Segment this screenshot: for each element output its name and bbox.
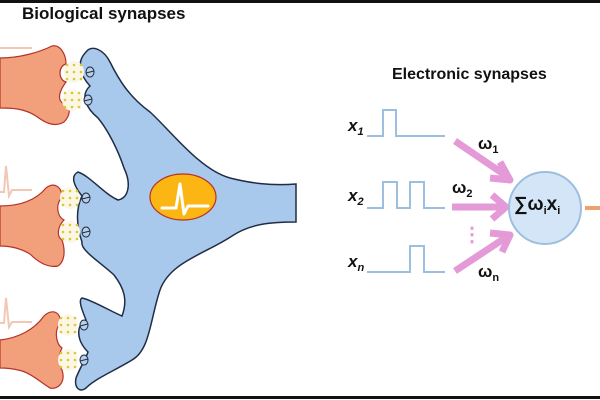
presynaptic-terminal-middle (0, 184, 66, 267)
vesicle (68, 196, 72, 200)
vesicle (61, 189, 65, 193)
vesicle (75, 223, 79, 227)
faded-spike-bottom (0, 297, 32, 331)
vesicle (66, 316, 70, 320)
vesicle (68, 230, 72, 234)
pulse-xn (367, 245, 445, 273)
vesicle (59, 330, 63, 334)
synaptic-vesicles (58, 61, 84, 371)
top-border (0, 0, 600, 3)
vesicle (72, 77, 76, 81)
vesicle (68, 237, 72, 241)
action-potential-icon (160, 182, 210, 216)
vesicle (77, 98, 81, 102)
receptor-gate (79, 323, 89, 327)
bottom-border (0, 396, 600, 399)
vesicle (70, 91, 74, 95)
receptor-gate (85, 70, 95, 74)
weight-arrow-1 (453, 138, 514, 184)
vesicle (77, 91, 81, 95)
vesicle (66, 330, 70, 334)
vesicle (63, 105, 67, 109)
weight-label-1: ω1 (478, 134, 499, 156)
vesicle (73, 330, 77, 334)
vesicle (79, 70, 83, 74)
presynaptic-terminal-top (0, 45, 70, 126)
vesicle (72, 70, 76, 74)
vesicle (66, 358, 70, 362)
vesicle (73, 365, 77, 369)
input-label-xn: xn (348, 252, 365, 274)
vesicle (73, 351, 77, 355)
vesicle (70, 105, 74, 109)
vesicle (61, 223, 65, 227)
vesicle (65, 77, 69, 81)
vesicle (66, 351, 70, 355)
pulse-x1 (367, 109, 445, 137)
vesicle (59, 358, 63, 362)
vesicle (63, 98, 67, 102)
vesicle (72, 63, 76, 67)
vesicle (79, 77, 83, 81)
electronic-synapses-title: Electronic synapses (392, 66, 547, 83)
receptor-gate (81, 196, 91, 200)
vesicle (66, 323, 70, 327)
vesicle (66, 365, 70, 369)
vesicle (59, 351, 63, 355)
vesicle (61, 196, 65, 200)
receptor-gate (79, 358, 89, 362)
vesicle (59, 316, 63, 320)
vesicle (59, 365, 63, 369)
receptor-gate (83, 98, 93, 102)
receptors (79, 66, 95, 366)
pulse-x2 (367, 181, 445, 209)
vesicle (70, 98, 74, 102)
vesicle (68, 203, 72, 207)
vesicle (73, 316, 77, 320)
vesicle (75, 189, 79, 193)
weight-arrow-2 (452, 192, 510, 222)
receptor-gate (81, 230, 91, 234)
vesicle (61, 203, 65, 207)
weight-label-n: ωn (478, 262, 500, 284)
vesicle (59, 323, 63, 327)
vesicle (61, 237, 65, 241)
summation-formula: ∑ωixi (514, 194, 561, 217)
vesicle (61, 230, 65, 234)
input-label-x1: x1 (348, 116, 364, 138)
vesicle (79, 63, 83, 67)
vesicle (68, 223, 72, 227)
biological-synapses-title: Biological synapses (22, 4, 186, 23)
vesicle (75, 203, 79, 207)
vesicle (65, 63, 69, 67)
vesicle (68, 189, 72, 193)
input-label-x2: x2 (348, 186, 364, 208)
vesicle (63, 91, 67, 95)
vesicle (77, 105, 81, 109)
weight-label-2: ω2 (452, 178, 473, 200)
faded-spike-middle (0, 165, 32, 200)
vesicle (65, 70, 69, 74)
weight-arrow-n (453, 229, 514, 274)
vesicle (73, 358, 77, 362)
vesicle (75, 237, 79, 241)
ellipsis: ⋮ (462, 224, 482, 246)
neuron-node (508, 171, 582, 245)
vesicle (73, 323, 77, 327)
vesicle (75, 230, 79, 234)
vesicle (75, 196, 79, 200)
